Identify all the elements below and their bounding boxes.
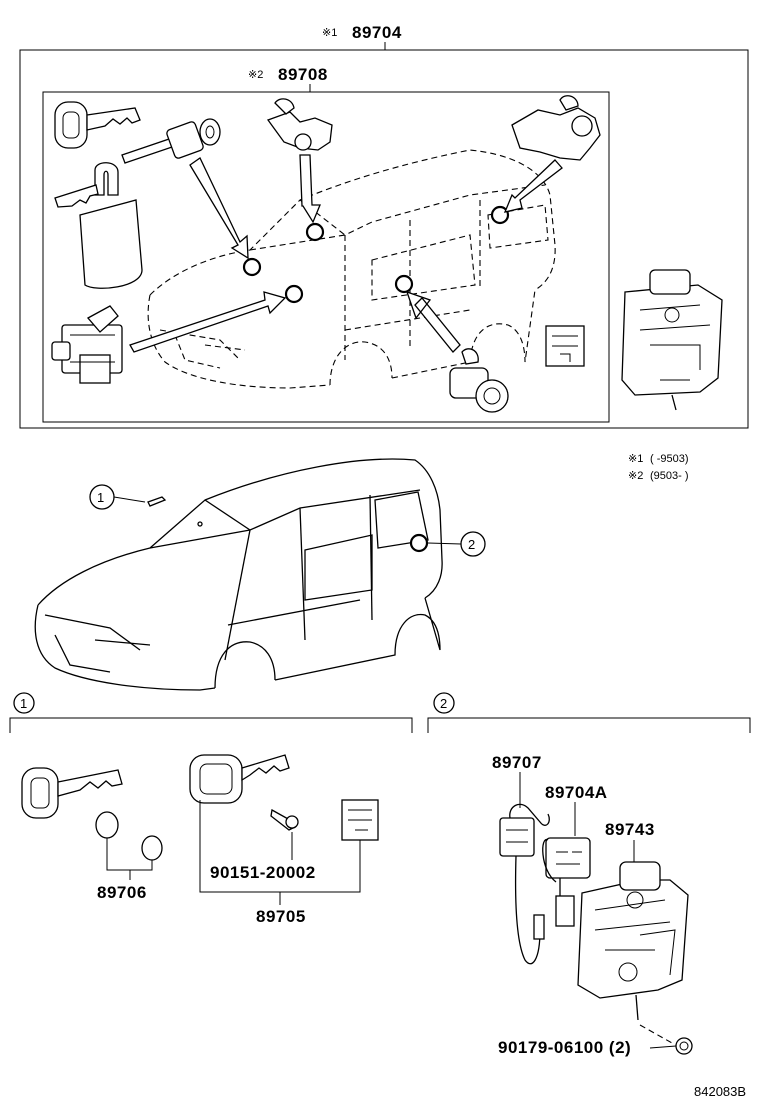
key-icon [189,754,290,804]
key-icon [21,767,123,819]
callout-1[interactable]: 1 [89,484,146,510]
note-1-text: ( -9503) [650,453,689,465]
hood-lock-icon [51,305,123,384]
location-circle [409,533,429,553]
location-circle [490,205,510,225]
main-assembly-box [19,49,749,429]
sub-assembly-number[interactable]: 89708 [278,65,328,84]
door-lock-assembly-icon [266,98,333,151]
door-lock-cylinder-icon [121,118,221,164]
callout-2[interactable]: 2 [427,531,486,557]
section-2-header: 2 [427,692,751,733]
transponder-chip-icon [545,325,585,367]
section-1-header: 1 [9,692,413,733]
note-2-text: (9503- ) [650,470,689,482]
main-assembly-mark: ※1 [322,27,337,39]
part-number-89743[interactable]: 89743 [605,820,655,839]
part-number-89706[interactable]: 89706 [97,883,147,902]
svg-text:2: 2 [468,537,475,552]
middle-car-outline [34,458,443,691]
part-number-89704A[interactable]: 89704A [545,783,608,802]
key-icon [147,496,167,507]
immobilizer-computer-icon [577,861,689,1021]
bolt-icon [639,1024,693,1055]
immobilizer-amplifier-icon [542,837,591,927]
sub-assembly-box [42,91,610,423]
location-circle [242,257,262,277]
note-2-mark: ※2 [628,470,643,482]
part-number-89707[interactable]: 89707 [492,753,542,772]
location-circle [305,222,325,242]
lock-cylinder-icon [449,348,509,413]
control-module-icon [621,269,723,411]
main-assembly-number[interactable]: 89704 [352,23,402,42]
note-1-mark: ※1 [628,453,643,465]
part-number-90179-06100[interactable]: 90179-06100 (2) [498,1038,631,1057]
sub-assembly-mark: ※2 [248,69,263,81]
back-door-lock-icon [511,95,601,161]
assembly-header: ※1 89704 ※2 89708 [248,23,402,92]
transponder-coil-icon [499,803,550,965]
section-1-index: 1 [20,696,27,711]
svg-text:1: 1 [97,490,104,505]
screw-icon [270,808,299,831]
figure-code: 842083B [694,1084,746,1099]
part-number-90151-20002[interactable]: 90151-20002 [210,863,316,882]
key-icon [54,101,141,149]
location-circle [394,274,414,294]
location-arrows [129,154,563,353]
key-chip-icon [95,811,119,839]
location-circle [284,284,304,304]
section-2-index: 2 [440,696,447,711]
notes: ※1 ( -9503) ※2 (9503- ) [628,453,689,482]
part-number-89705[interactable]: 89705 [256,907,306,926]
transponder-chip-icon [341,799,379,841]
padlock-key-icon [54,162,143,289]
key-chip-icon [141,835,163,861]
